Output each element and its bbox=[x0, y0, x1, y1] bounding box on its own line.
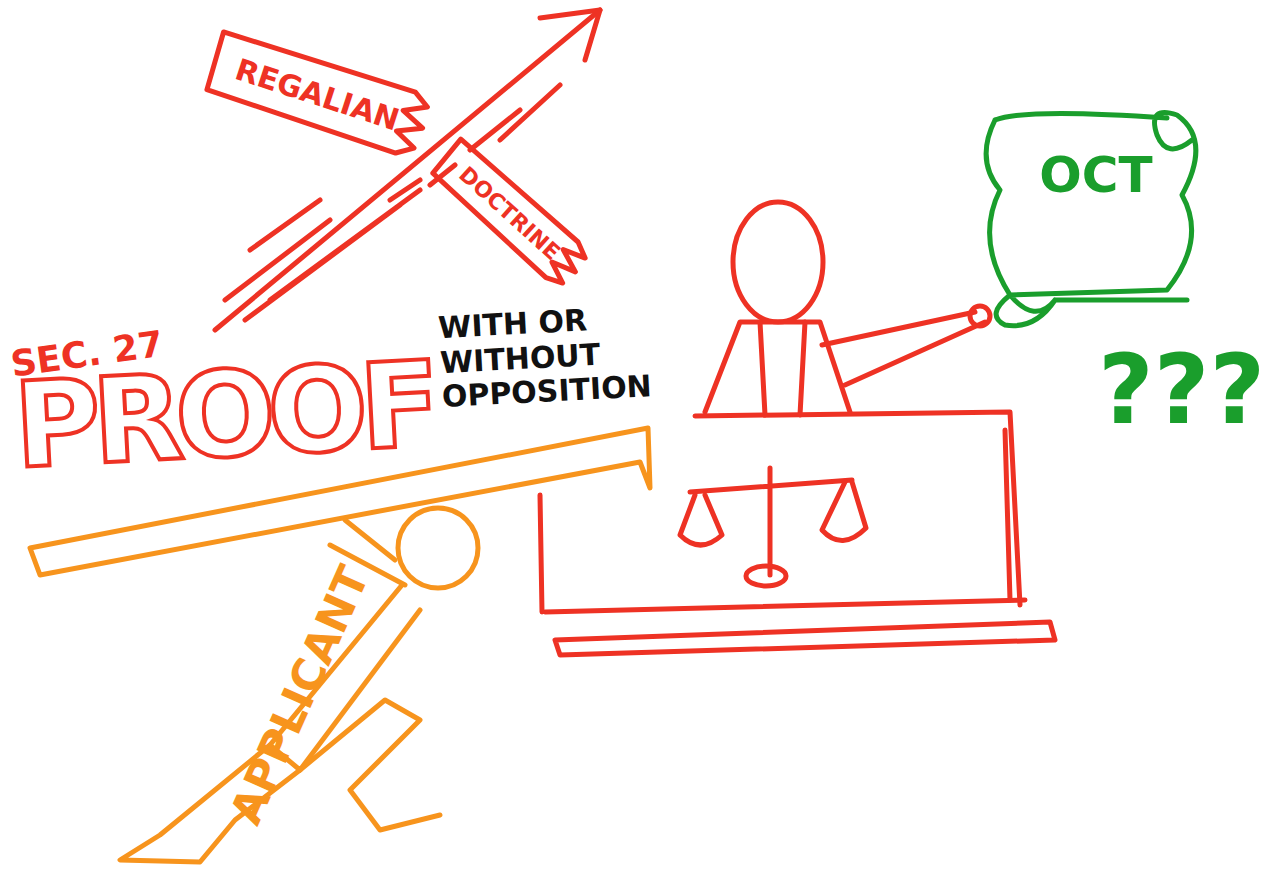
judge-body bbox=[760, 322, 805, 415]
banner-node: DOCTRINE bbox=[424, 132, 595, 294]
judge-arm bbox=[822, 312, 985, 385]
applicant-leg bbox=[300, 700, 440, 830]
banner-node: REGALIAN bbox=[199, 25, 435, 163]
scales-pans bbox=[680, 482, 866, 545]
motion-strokes bbox=[225, 180, 420, 320]
scroll-path bbox=[986, 113, 1196, 326]
big-arrow-shaft bbox=[215, 10, 600, 330]
judge-body bbox=[705, 322, 850, 412]
banner-path bbox=[430, 138, 591, 290]
banner-path bbox=[204, 30, 432, 159]
node-text: OCT bbox=[1039, 146, 1152, 204]
scroll-outline bbox=[965, 100, 1227, 330]
big-arrow-head bbox=[540, 10, 600, 60]
scroll-node: OCT bbox=[965, 100, 1227, 330]
judge-head bbox=[733, 202, 823, 322]
judge-hand bbox=[970, 306, 990, 326]
desk-base bbox=[540, 495, 1055, 655]
scales-base bbox=[746, 566, 786, 586]
note-text: WITH OR WITHOUT OPPOSITION bbox=[437, 299, 677, 415]
main-word: PROOF bbox=[11, 343, 477, 485]
question-marks: ??? bbox=[1098, 335, 1248, 445]
applicant-head bbox=[398, 508, 478, 588]
